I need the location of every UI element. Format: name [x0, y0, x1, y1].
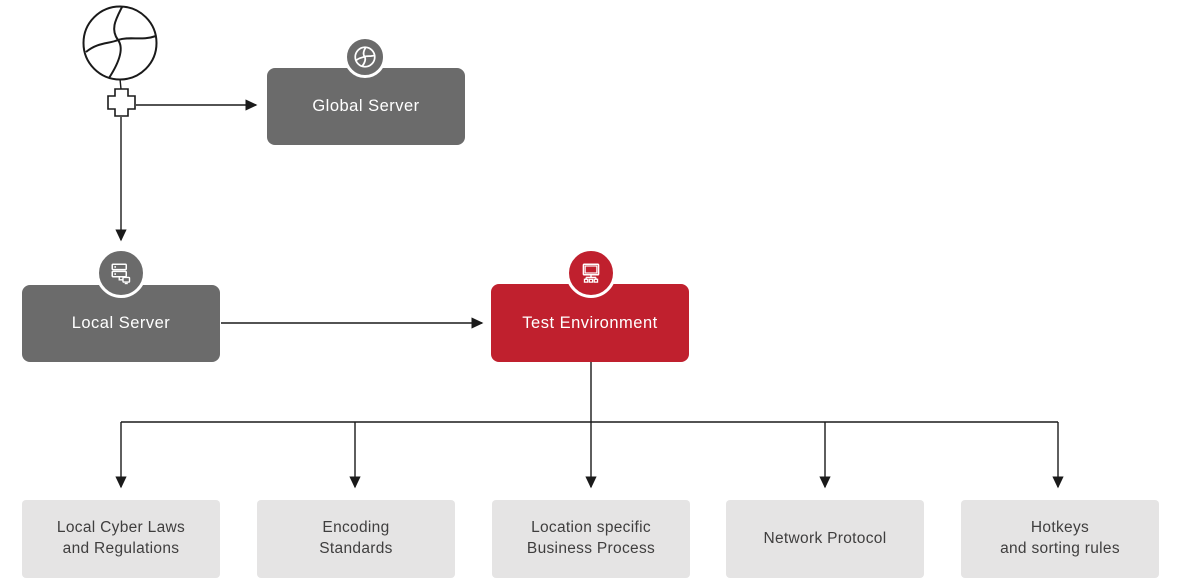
- plug-icon: [107, 88, 136, 117]
- leaf-network-protocol: Network Protocol: [726, 500, 924, 578]
- leaf-label: Network Protocol: [763, 529, 887, 547]
- node-global-server-label: Global Server: [312, 97, 420, 115]
- globe-sketch-icon: [78, 3, 162, 88]
- server-icon: [96, 248, 146, 298]
- globe-icon: [344, 36, 386, 78]
- leaf-encoding-standards: Encoding Standards: [257, 500, 455, 578]
- leaf-label: Encoding Standards: [319, 519, 393, 557]
- node-global-server: Global Server: [267, 68, 465, 145]
- leaf-location-business-process: Location specific Business Process: [492, 500, 690, 578]
- node-local-server-label: Local Server: [71, 314, 171, 332]
- leaf-label: Hotkeys and sorting rules: [1000, 519, 1120, 557]
- leaf-label: Local Cyber Laws and Regulations: [56, 519, 186, 557]
- leaf-local-cyber-laws: Local Cyber Laws and Regulations: [22, 500, 220, 578]
- node-test-environment-label: Test Environment: [522, 313, 658, 332]
- monitor-icon: [566, 248, 616, 298]
- leaf-label: Location specific Business Process: [526, 519, 656, 557]
- leaf-hotkeys-sorting-rules: Hotkeys and sorting rules: [961, 500, 1159, 578]
